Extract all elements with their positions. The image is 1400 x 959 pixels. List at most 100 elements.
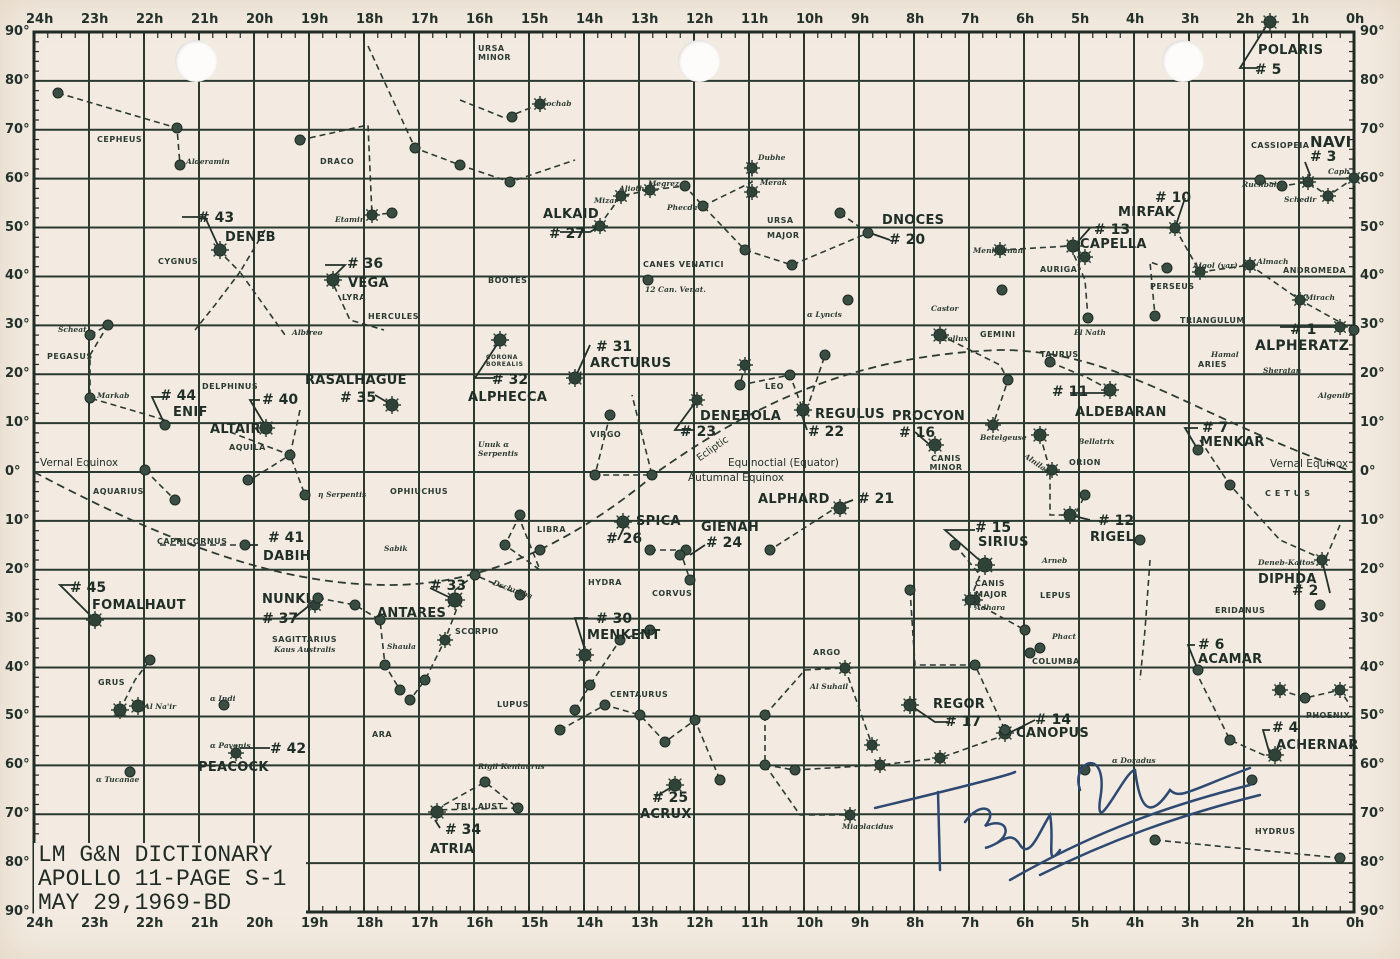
star-marker: [634, 709, 646, 721]
star-number-vega: # 36: [347, 256, 384, 272]
star-label-acamar: ACAMAR: [1198, 652, 1263, 667]
ra-tick-label: 11h: [741, 916, 769, 931]
vernal-equinox-label-left: Vernal Equinox: [40, 457, 119, 469]
star-number-alkaid: # 27: [549, 226, 586, 242]
constellation-eridanus: ERIDANUS: [1215, 606, 1266, 615]
star-label-deneb: DENEB: [225, 230, 276, 245]
dec-tick-label: 0°: [1360, 464, 1376, 479]
star-number-dabih: # 41: [268, 530, 305, 546]
star-label-aldebaran: ALDEBARAN: [1075, 405, 1167, 420]
ra-tick-label: 16h: [466, 916, 494, 931]
binder-hole-center: [678, 40, 720, 82]
star-label-peacock: PEACOCK: [198, 760, 269, 775]
star-marker: [684, 574, 696, 586]
constellation-leo: LEO: [765, 382, 784, 391]
ra-tick-label: 13h: [631, 916, 659, 931]
minor-star-mirach: Mirach: [1305, 293, 1335, 302]
star-label-altair: ALTAIR: [210, 422, 261, 437]
star-number-menkar: # 7: [1202, 420, 1229, 436]
constellation-corvus: CORVUS: [652, 589, 693, 598]
constellation-hydrus: HYDRUS: [1255, 827, 1296, 836]
ra-tick-label: 24h: [26, 12, 54, 27]
star-label-atria: ATRIA: [430, 842, 475, 857]
star-marker: [1161, 262, 1173, 274]
constellation-canis-minor: CANIS MINOR: [929, 454, 963, 472]
star-marker: [689, 714, 701, 726]
constellation-aquila: AQUILA: [229, 443, 266, 452]
star-marker: [1024, 647, 1036, 659]
minor-star-mizar: Mizar: [594, 196, 619, 205]
star-number-aldebaran: # 11: [1052, 384, 1089, 400]
star-marker: [469, 569, 481, 581]
constellation-aries: ARIES: [1198, 360, 1228, 369]
star-marker: [514, 509, 526, 521]
constellation-lines: [57, 45, 1355, 859]
star-number-sirius: # 15: [975, 520, 1012, 536]
ra-tick-label: 11h: [741, 12, 769, 27]
star-marker: [604, 409, 616, 421]
dec-tick-label: 10°: [5, 415, 30, 431]
minor-star-algol: Algol (var): [1193, 261, 1238, 270]
minor-star-alpha-lyncis: α Lyncis: [807, 310, 842, 319]
star-number-capella: # 13: [1094, 222, 1131, 238]
star-label-achernar: ACHERNAR: [1276, 738, 1359, 753]
star-number-procyon: # 16: [899, 425, 936, 441]
constellation-ursa-major: URSA MAJOR: [767, 216, 800, 240]
minor-star-betelgeuse: Betelgeuse: [980, 433, 1027, 442]
star-marker: [239, 539, 251, 551]
dec-tick-label: 90°: [5, 24, 30, 39]
star-marker: [171, 122, 183, 134]
constellation-scorpio: SCORPIO: [455, 627, 499, 636]
star-number-menkent: # 30: [596, 611, 633, 627]
minor-star-sabik: Sabik: [384, 544, 408, 553]
dec-tick-label: 90°: [5, 904, 30, 919]
minor-star-alderamin: Alderamin: [186, 157, 230, 166]
minor-star-phact: Phact: [1052, 632, 1076, 641]
dec-tick-label: 50°: [5, 708, 30, 724]
dec-tick-label: 70°: [1360, 806, 1385, 822]
star-marker: [996, 284, 1008, 296]
constellation-ara: ARA: [372, 730, 393, 739]
star-label-regulus: REGULUS: [815, 407, 885, 422]
dec-tick-label: 10°: [1360, 415, 1385, 431]
dec-tick-label: 60°: [1360, 757, 1385, 773]
ra-tick-label: 7h: [961, 916, 980, 931]
star-marker: [674, 549, 686, 561]
star-marker: [1224, 734, 1236, 746]
star-label-dnoces: DNOCES: [882, 213, 945, 228]
star-marker: [102, 319, 114, 331]
constellation-ursa-minor: URSA MINOR: [478, 44, 512, 62]
dec-tick-label: 60°: [5, 170, 30, 186]
star-marker: [124, 766, 136, 778]
constellation-virgo: VIRGO: [590, 430, 622, 439]
star-label-alpheratz: ALPHERATZ: [1255, 338, 1350, 354]
stamp-line-3: MAY 29,1969-BD: [38, 890, 232, 916]
ra-tick-label: 13h: [631, 12, 659, 27]
star-marker: [842, 294, 854, 306]
star-label-acrux: ACRUX: [640, 807, 692, 822]
ra-tick-label: 17h: [411, 916, 439, 931]
ra-tick-label: 0h: [1346, 12, 1365, 27]
star-marker: [504, 176, 516, 188]
star-number-rigel: # 12: [1098, 513, 1135, 529]
star-marker: [409, 142, 421, 154]
ra-tick-label: 18h: [356, 916, 384, 931]
star-marker: [1276, 180, 1288, 192]
star-marker: [84, 329, 96, 341]
constellation-lupus: LUPUS: [497, 700, 529, 709]
star-marker: [169, 494, 181, 506]
constellation-cassiopeia: CASSIOPEIA: [1251, 141, 1310, 150]
star-marker: [534, 544, 546, 556]
ra-tick-label: 3h: [1181, 12, 1200, 27]
star-marker: [1192, 664, 1204, 676]
star-marker: [759, 759, 771, 771]
ra-tick-label: 12h: [686, 916, 714, 931]
star-label-alphecca: ALPHECCA: [468, 390, 548, 405]
minor-star-al-suhail: Al Suhail: [810, 682, 849, 691]
star-number-antares: # 33: [430, 578, 467, 594]
ra-tick-label: 3h: [1181, 916, 1200, 931]
star-marker: [584, 679, 596, 691]
star-label-rigel: RIGEL: [1090, 530, 1135, 545]
